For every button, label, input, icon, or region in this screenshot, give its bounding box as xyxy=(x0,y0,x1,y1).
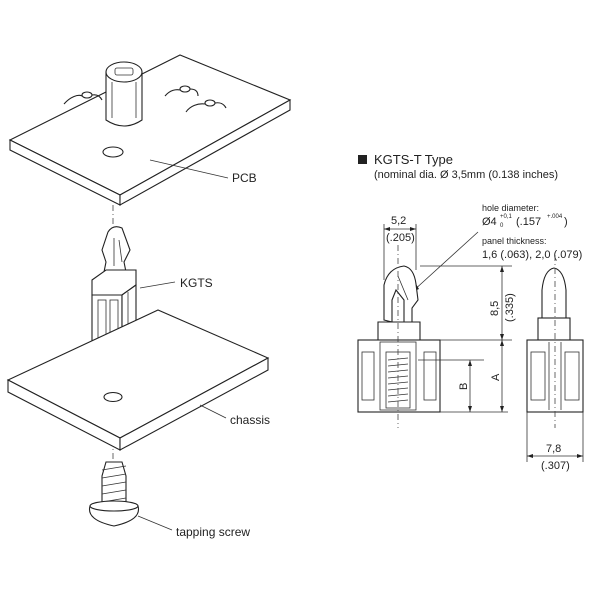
pcb-hole xyxy=(102,146,124,158)
dim-width-top-in: (.205) xyxy=(386,232,415,244)
dim-height-mm: 8,5 xyxy=(489,301,501,316)
side-view xyxy=(526,255,584,428)
pcb-label: PCB xyxy=(232,171,257,185)
dim-height-in: (.335) xyxy=(504,293,516,322)
dim-b: B xyxy=(458,383,470,390)
hole-inch-tol: +.004 xyxy=(547,214,563,220)
tapping-screw: tapping screw xyxy=(88,461,250,539)
note-leader xyxy=(411,231,479,293)
exploded-view: PCB KGTS chassis xyxy=(6,54,292,539)
spec-title: KGTS-T Type xyxy=(374,152,453,167)
chassis-hole xyxy=(103,391,123,403)
hole-tol-lower: 0 xyxy=(500,223,504,229)
dim-width-top-mm: 5,2 xyxy=(391,215,406,227)
chassis-leader xyxy=(199,404,227,419)
hole-inch-close: ) xyxy=(564,216,568,228)
component-leads xyxy=(63,85,227,113)
hole-tol-upper: +0,1 xyxy=(500,214,513,220)
spec-subtitle: (nominal dia. Ø 3,5mm (0.138 inches) xyxy=(374,169,558,181)
dim-a: A xyxy=(490,373,502,381)
front-view xyxy=(357,245,441,428)
chassis-label: chassis xyxy=(230,413,270,427)
title-bullet xyxy=(358,155,367,164)
capacitor xyxy=(105,61,143,127)
dim-width-bottom-in: (.307) xyxy=(541,460,570,472)
hole-diameter-label: hole diameter: xyxy=(482,203,539,213)
kgts-label: KGTS xyxy=(180,276,213,290)
pcb-leader xyxy=(149,159,229,179)
dim-width-bottom-mm: 7,8 xyxy=(546,443,561,455)
hole-diameter-inch: (.157 xyxy=(516,216,541,228)
chassis-plate: chassis xyxy=(6,309,270,451)
panel-thickness-value: 1,6 (.063), 2,0 (.079) xyxy=(482,249,582,261)
spec-drawing: KGTS-T Type (nominal dia. Ø 3,5mm (0.138… xyxy=(357,152,584,472)
tapping-screw-label: tapping screw xyxy=(176,525,250,539)
pcb-plate: PCB xyxy=(8,54,292,206)
hole-diameter-value: Ø4 xyxy=(482,216,497,228)
panel-thickness-label: panel thickness: xyxy=(482,236,547,246)
kgts-leader xyxy=(139,281,176,289)
screw-leader xyxy=(137,515,173,531)
